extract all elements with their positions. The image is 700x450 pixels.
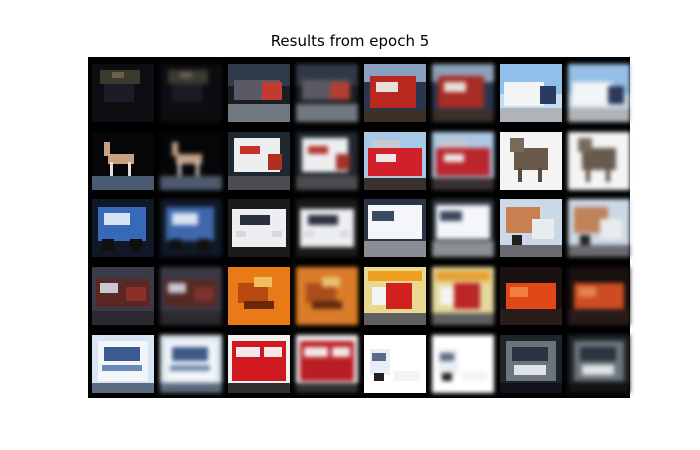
original-image-r5c7 [500, 335, 562, 394]
figure-title: Results from epoch 5 [270, 32, 430, 50]
reconstructed-image-r5c4 [296, 335, 358, 394]
original-image-r4c5 [364, 267, 426, 326]
original-image-r3c3 [228, 199, 290, 258]
original-image-r2c7 [500, 131, 562, 190]
reconstructed-image-r4c2 [160, 267, 222, 326]
reconstructed-image-r5c6 [432, 335, 494, 394]
original-image-r3c7 [500, 199, 562, 258]
original-image-r1c5 [364, 63, 426, 122]
original-image-r2c5 [364, 131, 426, 190]
original-image-r5c3 [228, 335, 290, 394]
reconstructed-image-r5c2 [160, 335, 222, 394]
reconstructed-image-r3c6 [432, 199, 494, 258]
original-image-r4c1 [92, 267, 154, 326]
reconstructed-image-r5c8 [568, 335, 630, 394]
reconstructed-image-r3c8 [568, 199, 630, 258]
grid-inner [92, 63, 630, 394]
reconstructed-image-r1c2 [160, 63, 222, 122]
reconstructed-image-r1c8 [568, 63, 630, 122]
original-image-r2c3 [228, 131, 290, 190]
image-grid [88, 57, 630, 398]
reconstructed-image-r2c4 [296, 131, 358, 190]
reconstructed-image-r1c4 [296, 63, 358, 122]
reconstructed-image-r3c2 [160, 199, 222, 258]
original-image-r5c5 [364, 335, 426, 394]
original-image-r2c1 [92, 131, 154, 190]
original-image-r1c1 [92, 63, 154, 122]
reconstructed-image-r3c4 [296, 199, 358, 258]
original-image-r3c5 [364, 199, 426, 258]
original-image-r1c7 [500, 63, 562, 122]
reconstructed-image-r4c8 [568, 267, 630, 326]
original-image-r5c1 [92, 335, 154, 394]
reconstructed-image-r2c6 [432, 131, 494, 190]
reconstructed-image-r2c8 [568, 131, 630, 190]
original-image-r4c7 [500, 267, 562, 326]
reconstructed-image-r4c4 [296, 267, 358, 326]
reconstructed-image-r4c6 [432, 267, 494, 326]
original-image-r3c1 [92, 199, 154, 258]
reconstructed-image-r1c6 [432, 63, 494, 122]
reconstructed-image-r2c2 [160, 131, 222, 190]
original-image-r1c3 [228, 63, 290, 122]
original-image-r4c3 [228, 267, 290, 326]
